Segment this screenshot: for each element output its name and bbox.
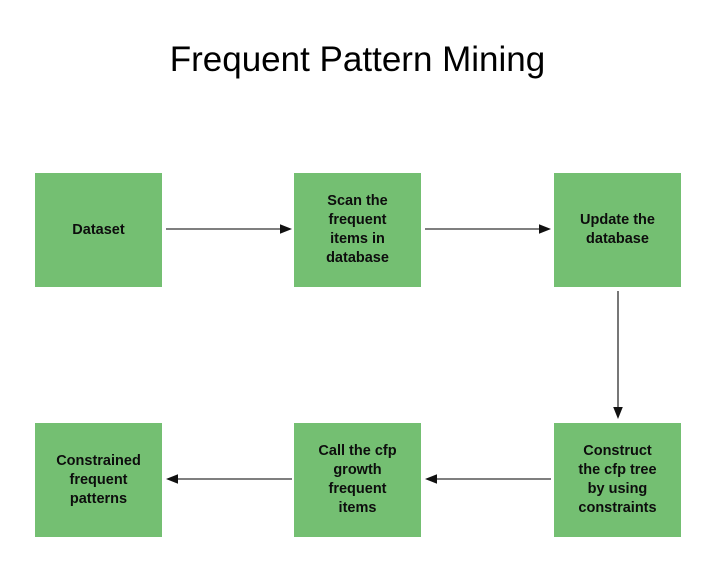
flow-node-dataset[interactable]: Dataset [35,173,162,287]
flow-node-scan[interactable]: Scan the frequent items in database [294,173,421,287]
arrow-left-icon-call-cfp-to-constrained [166,474,292,484]
flow-node-label: Construct the cfp tree by using constrai… [578,443,657,516]
page-title: Frequent Pattern Mining [169,40,546,79]
flow-node-constrained-patterns[interactable]: Constrained frequent patterns [35,423,162,537]
arrow-right-icon-scan-to-update [425,224,551,234]
arrow-right-icon-dataset-to-scan [166,224,292,234]
arrow-down-icon-update-to-construct [613,291,623,419]
flow-node-label: Update the database [580,212,655,247]
flow-node-construct[interactable]: Construct the cfp tree by using constrai… [554,423,681,537]
arrow-left-icon-construct-to-call-cfp [425,474,551,484]
flow-node-label: Constrained frequent patterns [56,452,141,507]
flow-node-call-cfp-growth[interactable]: Call the cfp growth frequent items [294,423,421,537]
flow-node-label: Call the cfp growth frequent items [318,443,397,516]
flow-node-update[interactable]: Update the database [554,173,681,287]
flow-node-label: Dataset [72,221,125,238]
flow-node-label: Scan the frequent items in database [326,193,389,266]
